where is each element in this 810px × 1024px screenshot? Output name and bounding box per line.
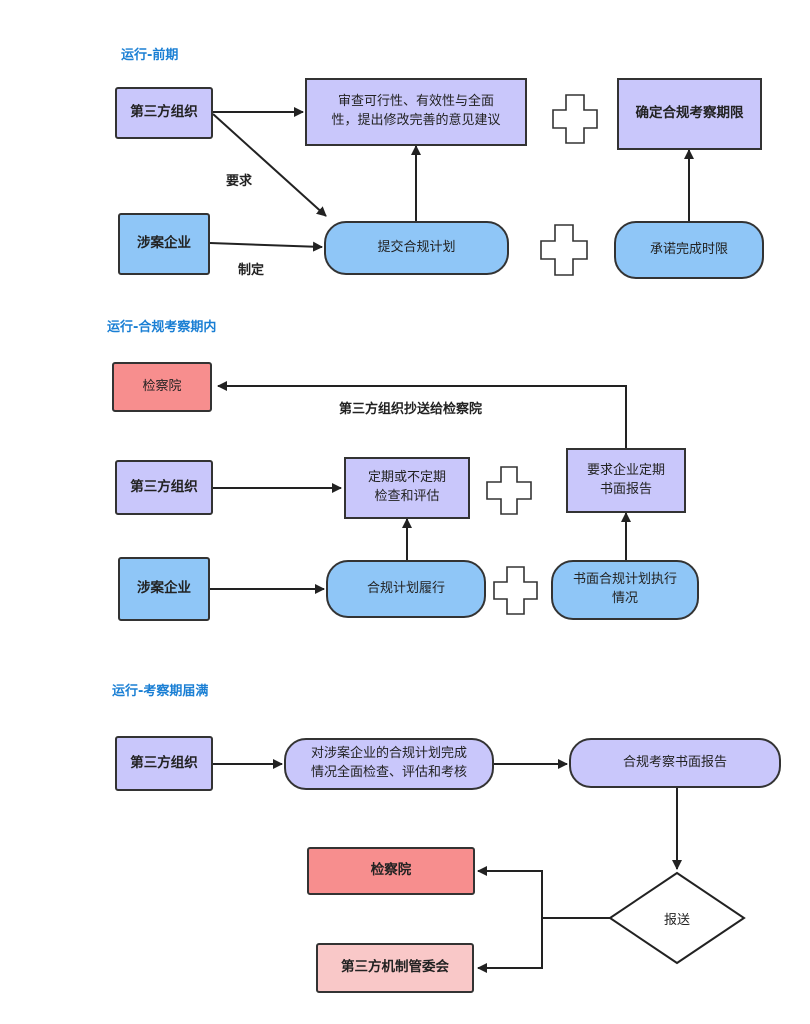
section-title-during: 运行-合规考察期内 xyxy=(107,320,217,335)
during-require-report-node: 要求企业定期 书面报告 xyxy=(566,448,686,513)
section-title-end: 运行-考察期届满 xyxy=(112,684,209,699)
edge-label-copy: 第三方组织抄送给检察院 xyxy=(339,402,483,417)
pre-promise-period-node: 承诺完成时限 xyxy=(614,221,764,279)
during-perform-node: 合规计划履行 xyxy=(326,560,486,618)
decision-diamond xyxy=(608,871,746,965)
end-procuratorate-node: 检察院 xyxy=(307,847,475,895)
edge-label-require: 要求 xyxy=(226,174,253,189)
pre-submit-plan-node: 提交合规计划 xyxy=(324,221,509,275)
pre-confirm-period-node: 确定合规考察期限 xyxy=(617,78,762,150)
decision-label-submit: 报送 xyxy=(664,913,691,928)
during-inspect-node: 定期或不定期 检查和评估 xyxy=(344,457,470,519)
plus-icon xyxy=(552,94,598,144)
end-full-inspect-node: 对涉案企业的合规计划完成 情况全面检查、评估和考核 xyxy=(284,738,494,790)
pre-company-node: 涉案企业 xyxy=(118,213,210,275)
during-written-report-node: 书面合规计划执行 情况 xyxy=(551,560,699,620)
edge-label-formulate: 制定 xyxy=(238,263,265,278)
end-committee-node: 第三方机制管委会 xyxy=(316,943,474,993)
plus-icon xyxy=(486,466,532,515)
plus-icon xyxy=(540,224,588,276)
arrow-submit-to-procuratorate xyxy=(477,866,610,919)
arrow-submit-to-committee xyxy=(477,918,543,973)
arrow-third-party-to-submit xyxy=(212,113,327,217)
during-third-party-node: 第三方组织 xyxy=(115,460,213,515)
during-company-node: 涉案企业 xyxy=(118,557,210,621)
end-third-party-node: 第三方组织 xyxy=(115,736,213,791)
section-title-pre: 运行-前期 xyxy=(121,48,179,63)
plus-icon xyxy=(493,566,538,615)
pre-review-node: 审查可行性、有效性与全面 性，提出修改完善的意见建议 xyxy=(305,78,527,146)
arrow-company-to-submit xyxy=(209,241,323,252)
pre-third-party-node: 第三方组织 xyxy=(115,87,213,139)
during-procuratorate-node: 检察院 xyxy=(112,362,212,412)
end-final-report-node: 合规考察书面报告 xyxy=(569,738,781,788)
arrow-report-to-procuratorate xyxy=(217,381,627,448)
